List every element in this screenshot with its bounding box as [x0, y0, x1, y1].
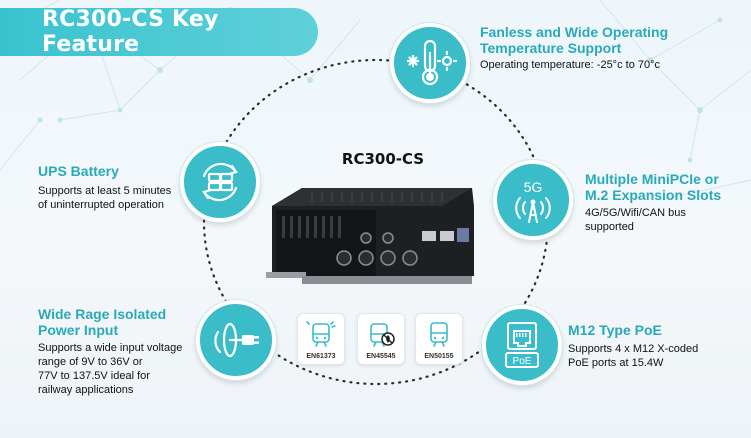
device-image	[266, 188, 474, 284]
poe-feature-title: M12 Type PoE	[568, 322, 662, 338]
cert-label: EN61373	[306, 353, 336, 360]
expansion-desc-line2: supported	[585, 221, 634, 233]
ethernet-port-icon: PoE	[482, 305, 562, 385]
power-desc-line4: railway applications	[38, 384, 134, 396]
train-icon	[430, 322, 448, 347]
product-name: RC300-CS	[341, 150, 425, 168]
page-title: RC300-CS Key Feature	[42, 7, 219, 57]
expansion-desc-line1: 4G/5G/Wifi/CAN bus	[585, 207, 686, 219]
poe-desc-line1: Supports 4 x M12 X-coded	[568, 343, 699, 355]
poe-icon-text: PoE	[513, 356, 532, 367]
expansion-title-line1: Multiple MiniPCIe or	[585, 171, 719, 187]
power-title-line2: Power Input	[38, 322, 119, 338]
poe-feature-desc: Supports 4 x M12 X-coded PoE ports at 15…	[568, 342, 698, 370]
cert-label: EN50155	[424, 353, 454, 360]
temperature-title-line2: Temperature Support	[480, 40, 622, 56]
power-feature-title: Wide Rage Isolated Power Input	[38, 306, 166, 338]
cert-badge-en61373: EN61373	[297, 313, 345, 365]
ups-feature-desc: Supports at least 5 minutes of uninterru…	[38, 184, 171, 212]
poe-desc-line2: PoE ports at 15.4W	[568, 357, 664, 369]
ups-desc-line1: Supports at least 5 minutes	[38, 185, 172, 197]
train-vibration-icon	[306, 321, 336, 347]
expansion-feature-desc: 4G/5G/Wifi/CAN bus supported	[585, 206, 686, 234]
expansion-feature-title: Multiple MiniPCIe or M.2 Expansion Slots	[585, 171, 721, 203]
power-desc-line2: range of 9V to 36V or	[38, 356, 143, 368]
ups-desc-line2: of uninterrupted operation	[38, 199, 164, 211]
thermometer-icon	[390, 23, 470, 103]
temperature-feature-desc: Operating temperature: -25°c to 70°c	[480, 59, 661, 71]
temperature-feature-title: Fanless and Wide Operating Temperature S…	[480, 24, 668, 56]
power-desc-line3: 77V to 137.5V ideal for	[38, 370, 150, 382]
title-banner: RC300-CS Key Feature	[0, 7, 318, 57]
power-feature-desc: Supports a wide input voltage range of 9…	[38, 341, 182, 397]
power-desc-line1: Supports a wide input voltage	[38, 342, 183, 354]
expansion-title-line2: M.2 Expansion Slots	[585, 187, 722, 203]
ups-feature-title: UPS Battery	[38, 163, 119, 179]
temperature-title-line1: Fanless and Wide Operating	[480, 24, 669, 40]
train-fire-icon	[370, 323, 395, 347]
battery-cycle-icon	[180, 142, 260, 222]
5g-icon-text: 5G	[524, 179, 543, 195]
isolated-power-plug-icon	[196, 300, 276, 380]
5g-tower-icon: 5G	[493, 160, 573, 240]
cert-badge-en45545: EN45545	[357, 313, 405, 365]
power-title-line1: Wide Rage Isolated	[38, 306, 167, 322]
cert-badge-en50155: EN50155	[415, 313, 463, 365]
cert-label: EN45545	[366, 353, 396, 360]
